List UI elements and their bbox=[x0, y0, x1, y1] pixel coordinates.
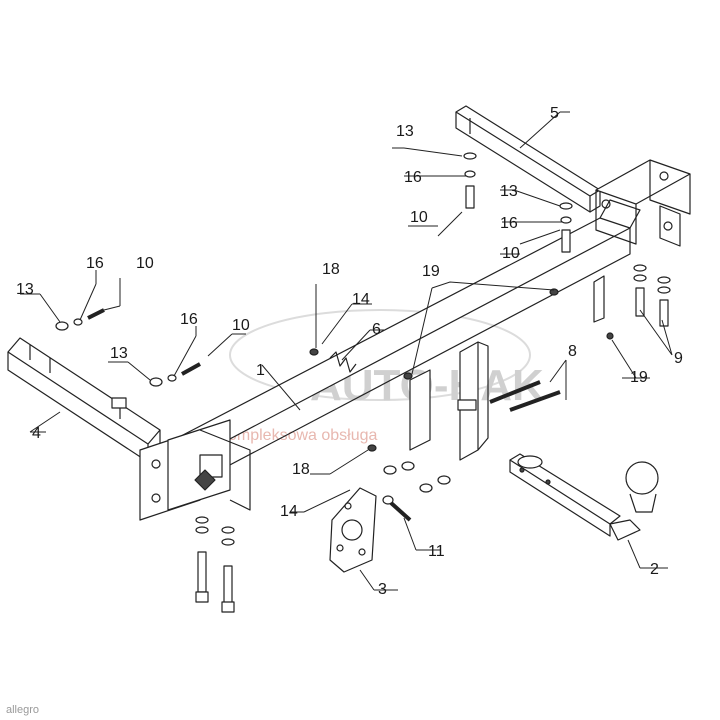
callout-8: 8 bbox=[568, 343, 577, 360]
callout-18-lower: 18 bbox=[292, 461, 310, 478]
callout-11: 11 bbox=[428, 543, 445, 560]
callout-5: 5 bbox=[550, 105, 559, 122]
callout-10-top-right: 10 bbox=[502, 245, 520, 262]
leader-lines bbox=[20, 111, 673, 591]
towing-ball-arm bbox=[509, 453, 659, 541]
spring-6 bbox=[329, 351, 357, 373]
bolt-stack-left-top bbox=[55, 308, 201, 387]
bolt-stack-right bbox=[633, 264, 671, 327]
bolt-11 bbox=[382, 495, 412, 522]
source-label: allegro bbox=[6, 704, 40, 716]
callout-9: 9 bbox=[674, 350, 683, 367]
left-mounting-bracket bbox=[139, 419, 251, 521]
callout-16-top-right: 16 bbox=[500, 215, 518, 232]
callout-13-mid: 13 bbox=[110, 345, 128, 362]
bolt-set-8 bbox=[489, 380, 561, 412]
callout-19-lower: 19 bbox=[630, 369, 648, 386]
callout-13-top-right: 13 bbox=[500, 183, 518, 200]
callout-16-mid: 16 bbox=[180, 311, 198, 328]
socket-plate bbox=[329, 487, 377, 573]
nut-washer-stack-center bbox=[309, 288, 559, 493]
callout-4: 4 bbox=[32, 425, 41, 442]
callout-10-mid: 10 bbox=[232, 317, 250, 334]
right-mounting-bracket bbox=[595, 159, 691, 247]
part-callouts: 1 2 3 4 5 6 8 9 10 10 10 10 11 13 13 13 … bbox=[16, 105, 683, 598]
callout-14-lower: 14 bbox=[280, 503, 298, 520]
callout-13-top-left: 13 bbox=[396, 123, 414, 140]
callout-16-left: 16 bbox=[86, 255, 104, 272]
watermark-sub: kompleksowa obsługa bbox=[220, 427, 378, 444]
callout-10-left: 10 bbox=[136, 255, 154, 272]
callout-1: 1 bbox=[256, 362, 265, 379]
callout-3: 3 bbox=[378, 581, 387, 598]
callout-6: 6 bbox=[372, 321, 381, 338]
left-rail-bar bbox=[7, 337, 161, 463]
bolt-stack-left bbox=[195, 516, 235, 613]
callout-18-upper: 18 bbox=[322, 261, 340, 278]
bolt-stack-top bbox=[463, 152, 573, 253]
callout-10-top-left: 10 bbox=[410, 209, 428, 226]
callout-16-top-left: 16 bbox=[404, 169, 422, 186]
callout-14-upper: 14 bbox=[352, 291, 370, 308]
callout-2: 2 bbox=[650, 561, 659, 578]
center-bracket bbox=[409, 341, 489, 461]
callout-13-left: 13 bbox=[16, 281, 34, 298]
right-rail-bar bbox=[455, 105, 601, 213]
side-bracket-right bbox=[593, 275, 614, 340]
callout-19-upper: 19 bbox=[422, 263, 440, 280]
